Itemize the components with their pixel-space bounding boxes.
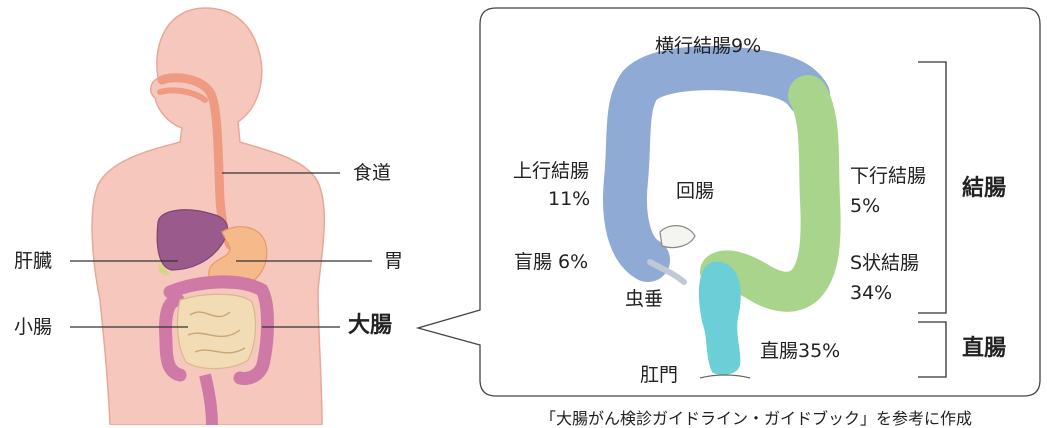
large-intestine-label: 大腸: [348, 313, 393, 338]
anus-label: 肛門: [640, 364, 679, 386]
descending-sigmoid-colon: [700, 75, 841, 312]
callout-bubble: [415, 7, 1041, 397]
gallbladder-organ: [158, 262, 170, 276]
group-brackets: [918, 61, 947, 378]
descending-colon-percent: 5%: [850, 195, 881, 217]
sigmoid-colon-label: S状結腸: [850, 252, 920, 274]
appendix-segment: [647, 259, 687, 285]
liver-label: 肝臓: [14, 250, 53, 272]
cecum-label: 盲腸 6%: [514, 251, 589, 273]
source-note: 「大腸がん検診ガイドライン・ガイドブック」を参考に作成: [540, 409, 973, 428]
throat-organ: [157, 87, 208, 103]
liver-organ: [156, 209, 229, 271]
small-intestine-label: 小腸: [14, 316, 53, 338]
rectum-label: 直腸35%: [760, 340, 841, 362]
rectum-bracket: [918, 321, 947, 378]
colon-bracket: [918, 61, 947, 314]
esophagus-label: 食道: [353, 162, 392, 184]
descending-colon-label: 下行結腸: [850, 165, 927, 187]
stomach-label: 胃: [384, 250, 404, 272]
ascending-colon-percent: 11%: [548, 188, 591, 210]
transverse-colon-label: 横行結腸9%: [655, 35, 762, 57]
ascending-colon-label: 上行結腸: [513, 160, 590, 182]
sigmoid-colon-percent: 34%: [850, 282, 893, 304]
body-rectum-organ: [199, 373, 218, 425]
body-leader-lines: [70, 172, 372, 328]
ileum-label: 回腸: [676, 180, 715, 202]
colon-detail: [603, 46, 841, 379]
small-intestine-organ: [176, 293, 257, 370]
rectum-group-label: 直腸: [962, 336, 1007, 361]
colon-group-label: 結腸: [962, 176, 1007, 201]
ileum-segment: [659, 225, 696, 249]
ascending-transverse-colon: [603, 46, 830, 282]
large-intestine-organ: [159, 275, 274, 385]
appendix-label: 虫垂: [625, 288, 664, 310]
rectum-segment: [698, 261, 741, 376]
